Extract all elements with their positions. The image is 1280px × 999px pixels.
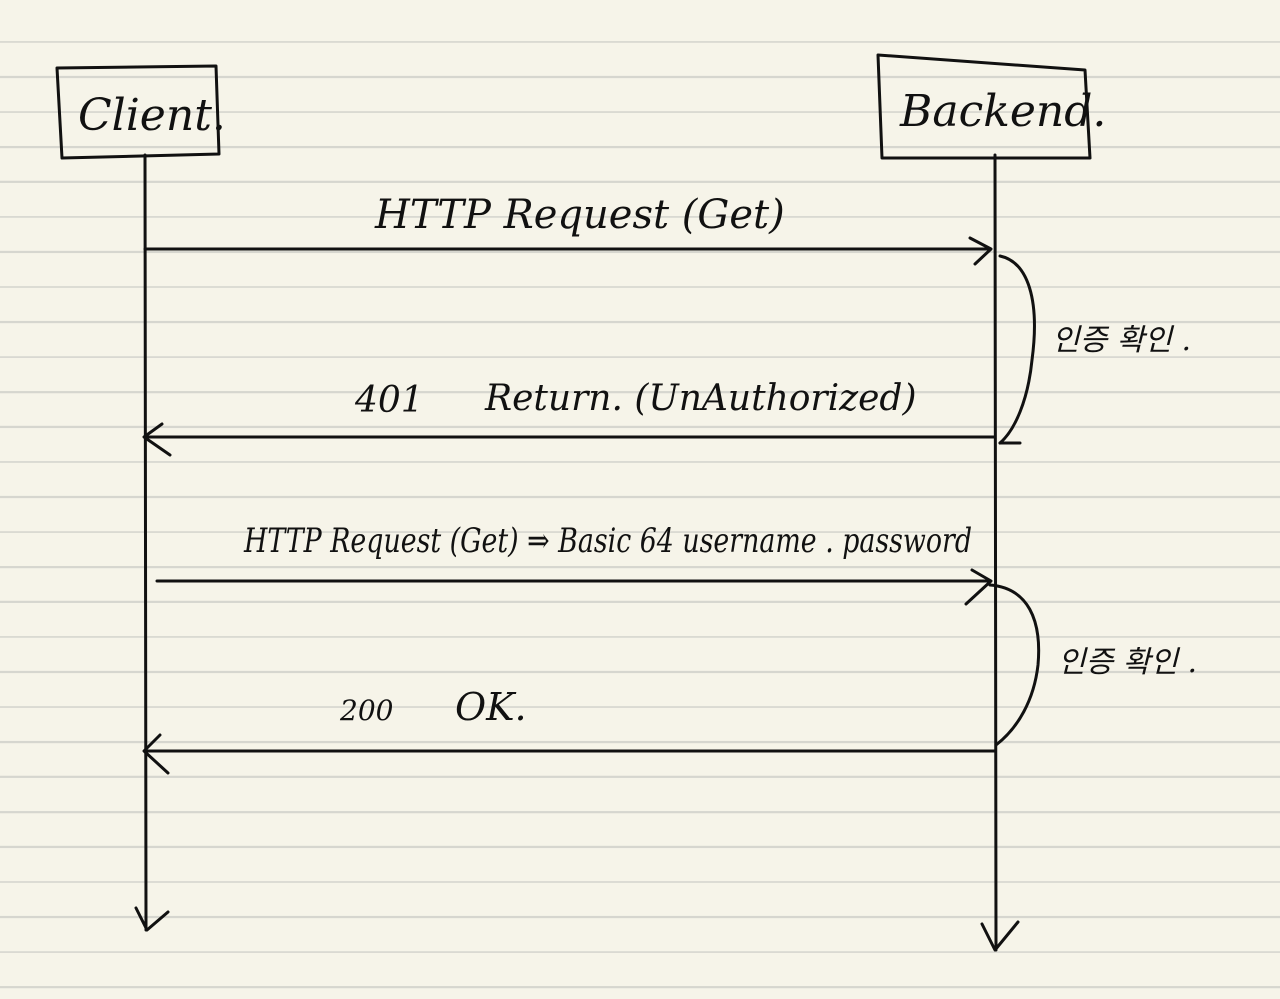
message-request-1: HTTP Request (Get) (143, 192, 993, 266)
message-response-401-label: Return. (UnAuthorized) (484, 378, 917, 419)
participant-backend: Backend. (876, 53, 1106, 160)
message-response-200-label: OK. (455, 685, 527, 729)
message-response-200-arrowhead (142, 733, 170, 775)
message-response-200: 200 OK. (142, 685, 997, 775)
self-check-2: 인증 확인 . (988, 583, 1197, 747)
message-request-1-arrowhead (968, 236, 993, 266)
participant-backend-box (876, 53, 1092, 160)
lifeline-client (134, 153, 170, 932)
participant-client-label: Client. (78, 90, 226, 141)
participant-client-box (55, 64, 221, 160)
message-request-2-label: HTTP Request (Get) ⇒ Basic 64 username .… (243, 521, 972, 561)
self-check-1-label: 인증 확인 . (1052, 323, 1191, 358)
message-response-401: 401 Return. (UnAuthorized) (142, 378, 997, 457)
self-check-2-label: 인증 확인 . (1058, 645, 1197, 680)
self-check-1-curve (998, 254, 1036, 445)
lifeline-client-arrowhead (134, 906, 170, 932)
message-response-200-code: 200 (339, 694, 393, 727)
message-response-401-arrowhead (142, 422, 172, 457)
self-check-1: 인증 확인 . (998, 254, 1191, 445)
message-request-2: HTTP Request (Get) ⇒ Basic 64 username .… (155, 521, 993, 606)
participant-backend-label: Backend. (899, 86, 1106, 137)
message-request-2-arrowhead (964, 568, 993, 606)
message-request-1-label: HTTP Request (Get) (374, 192, 785, 238)
lifeline-backend-arrowhead (980, 920, 1020, 952)
message-response-401-code: 401 (354, 380, 424, 421)
lifeline-backend (980, 153, 1020, 952)
self-check-2-curve (988, 583, 1041, 747)
participant-client: Client. (55, 64, 226, 160)
